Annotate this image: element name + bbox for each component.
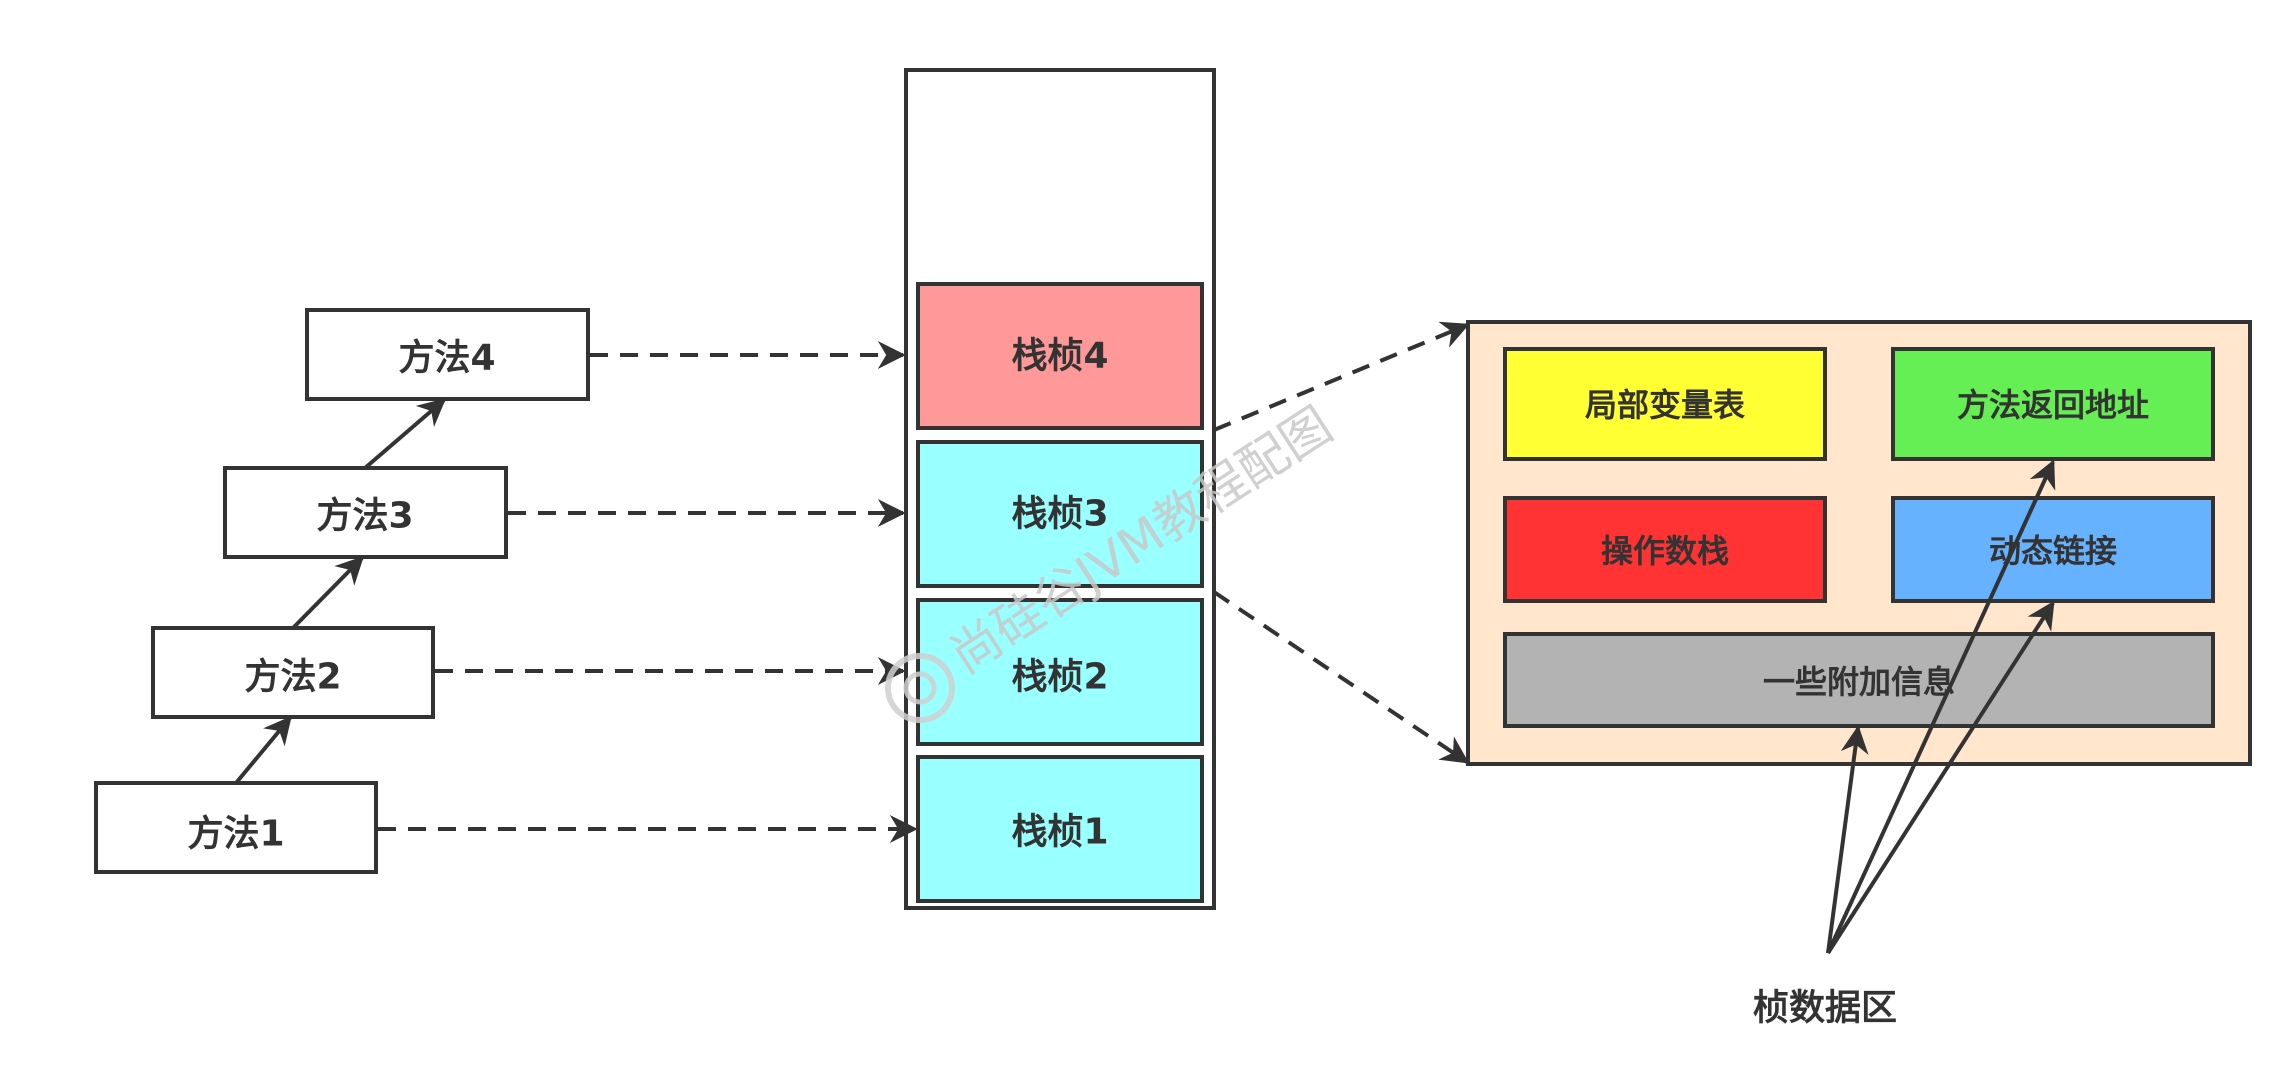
call-arrow-method3-to-method4 — [363, 398, 447, 470]
stack-frame-4-box — [916, 282, 1204, 430]
part-additional-info: 一些附加信息 — [1503, 632, 2215, 728]
part-method-return-address-box — [1891, 347, 2215, 461]
part-local-variable-table-label: 局部变量表 — [1585, 386, 1745, 424]
method-3: 方法3 — [223, 466, 508, 559]
method-4: 方法4 — [305, 308, 590, 401]
expand-arrow-top — [1213, 321, 1470, 432]
method-3-box — [223, 466, 508, 559]
stack-frame-1-box — [916, 755, 1204, 903]
stack-frame-2-box — [916, 598, 1204, 746]
part-additional-info-label: 一些附加信息 — [1763, 663, 1955, 701]
method-2-box — [151, 626, 435, 719]
pointer-to-additional-info — [1826, 725, 1869, 954]
stack-frame-2-label: 栈桢2 — [1011, 657, 1108, 698]
stack-frame-1: 栈桢1 — [916, 755, 1204, 903]
frame-data-area-label: 桢数据区 — [1753, 988, 1897, 1029]
method-1-label: 方法1 — [187, 814, 284, 855]
method-2-label: 方法2 — [244, 657, 341, 698]
call-arrow-method1-to-method2 — [234, 715, 292, 785]
part-local-variable-table-box — [1503, 347, 1827, 461]
expand-arrow-bottom — [1212, 590, 1470, 764]
part-operand-stack-box — [1503, 496, 1827, 603]
part-operand-stack-label: 操作数栈 — [1601, 532, 1729, 570]
method-3-label: 方法3 — [316, 496, 413, 537]
method-4-label: 方法4 — [398, 338, 495, 379]
stack-frame-4: 栈桢4 — [916, 282, 1204, 430]
stack-frame-3-box — [916, 440, 1204, 588]
watermark-logo-icon — [885, 653, 955, 723]
method-1: 方法1 — [94, 781, 378, 874]
pointer-to-method-return-address — [1826, 459, 2056, 954]
stack-frame-3: 栈桢3 — [916, 440, 1204, 588]
part-method-return-address-label: 方法返回地址 — [1957, 386, 2149, 424]
part-operand-stack: 操作数栈 — [1503, 496, 1827, 603]
part-additional-info-box — [1503, 632, 2215, 728]
part-method-return-address: 方法返回地址 — [1891, 347, 2215, 461]
stack-frame-4-label: 栈桢4 — [1011, 336, 1108, 377]
part-local-variable-table: 局部变量表 — [1503, 347, 1827, 461]
stack-frame-3-label: 栈桢3 — [1011, 494, 1108, 535]
pointer-to-dynamic-linking — [1826, 600, 2055, 955]
stack-frame-2: 栈桢2 — [916, 598, 1204, 746]
method-2: 方法2 — [151, 626, 435, 719]
stack-frame-1-label: 栈桢1 — [1011, 812, 1108, 853]
part-dynamic-linking: 动态链接 — [1891, 496, 2215, 603]
call-arrow-method2-to-method3 — [291, 556, 364, 630]
method-4-box — [305, 308, 590, 401]
